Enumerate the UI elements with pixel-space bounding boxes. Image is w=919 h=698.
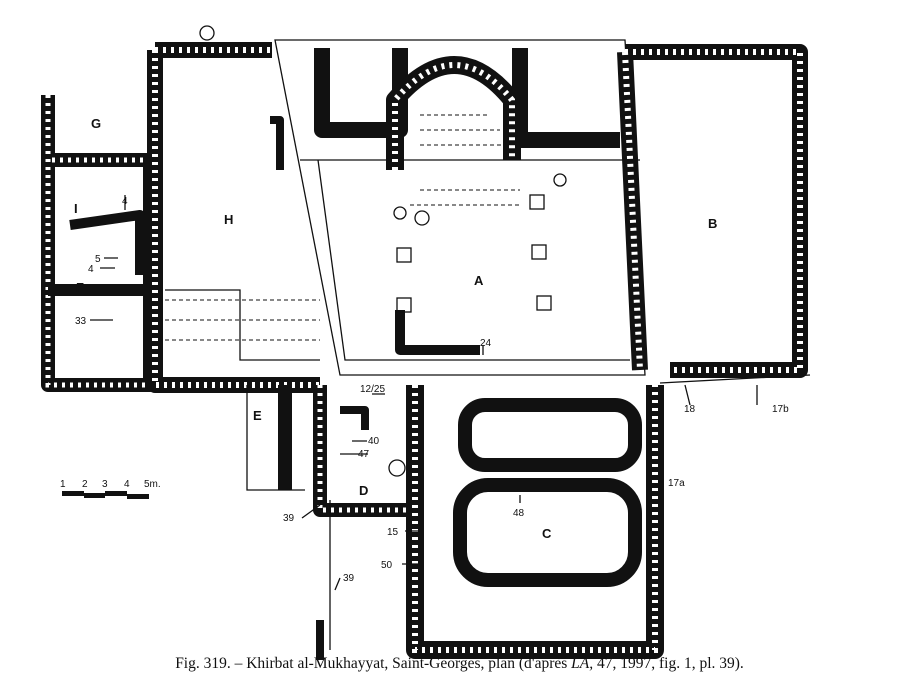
locus-number: 18 [684,404,696,415]
room-b-walls [617,44,811,384]
scale-bar: 1 2 3 4 5m. [60,479,161,499]
scale-tick: 5m. [144,479,161,490]
caption-prefix: Fig. 319. – Khirbat al-Mukhayyat, Saint-… [175,655,572,672]
locus-number: 24 [480,338,492,349]
room-label-f: F [76,280,84,295]
rooms-g-i-f-walls [41,95,157,392]
locus-number: 47 [358,449,370,460]
room-label-a: A [474,273,484,288]
room-label-g: G [91,116,101,131]
caption-suffix: 47, 1997, fig. 1, pl. 39). [593,655,744,672]
locus-number: 17b [772,404,789,415]
church-nave-a [274,39,646,376]
locus-number: 4 [88,264,94,275]
scale-tick: 2 [82,479,88,490]
scale-tick: 4 [124,479,130,490]
scale-tick: 3 [102,479,108,490]
room-label-h: H [224,212,233,227]
scale-tick: 1 [60,479,66,490]
locus-number: 39 [283,513,295,524]
locus-number: 33 [75,316,87,327]
room-label-i: I [74,201,78,216]
room-c-walls [406,385,664,659]
locus-number: 4 [122,196,128,207]
room-label-d: D [359,483,368,498]
leader-lines [90,195,758,591]
room-h-walls [147,42,320,393]
locus-number: 17a [668,478,685,489]
locus-number: 39 [343,573,355,584]
locus-number: 15 [387,527,399,538]
locus-number: 40 [368,436,380,447]
locus-number: 48 [513,508,525,519]
locus-number: 5 [95,254,101,265]
locus-number: 12/25 [360,384,385,395]
rooms-d-e-walls [246,385,410,660]
figure-caption: Fig. 319. – Khirbat al-Mukhayyat, Saint-… [0,655,919,673]
locus-number: 50 [381,560,393,571]
room-label-b: B [708,216,717,231]
caption-journal: LA, [571,655,594,672]
room-label-e: E [253,408,262,423]
room-label-c: C [542,526,552,541]
